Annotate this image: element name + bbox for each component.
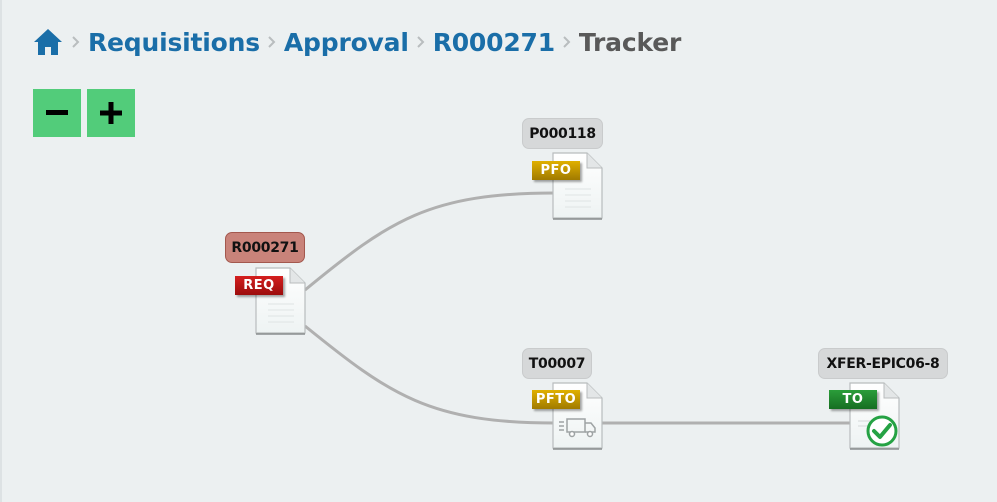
- node-type-tag: REQ: [235, 276, 283, 295]
- breadcrumb-home[interactable]: [32, 26, 64, 58]
- node-type-tag: TO: [829, 390, 877, 409]
- chevron-right-icon: [260, 35, 284, 49]
- edge-R000271-to-T00007: [304, 324, 556, 425]
- node-label: XFER-EPIC06-8: [818, 348, 948, 379]
- frame-border: [0, 0, 2, 502]
- edge-R000271-to-P000118: [304, 191, 556, 292]
- check-circle-icon: [866, 415, 898, 447]
- zoom-out-button[interactable]: [33, 89, 81, 137]
- node-type-tag: PFTO: [532, 390, 580, 409]
- node-label: P000118: [522, 118, 603, 149]
- breadcrumb-requisition-id[interactable]: R000271: [432, 27, 555, 57]
- chevron-right-icon: [64, 35, 88, 49]
- breadcrumb-current-page: Tracker: [578, 27, 682, 57]
- minus-icon: [46, 110, 68, 115]
- breadcrumb-requisitions[interactable]: Requisitions: [88, 27, 260, 57]
- breadcrumb: Requisitions Approval R000271 Tracker: [32, 22, 681, 62]
- home-icon: [34, 29, 62, 55]
- chevron-right-icon: [409, 35, 433, 49]
- breadcrumb-approval[interactable]: Approval: [283, 27, 409, 57]
- truck-icon: [559, 418, 596, 438]
- node-type-tag: PFO: [532, 161, 580, 180]
- plus-icon: [100, 102, 122, 124]
- node-label: T00007: [522, 348, 592, 379]
- chevron-right-icon: [555, 35, 579, 49]
- zoom-in-button[interactable]: [87, 89, 135, 137]
- node-label: R000271: [225, 232, 305, 263]
